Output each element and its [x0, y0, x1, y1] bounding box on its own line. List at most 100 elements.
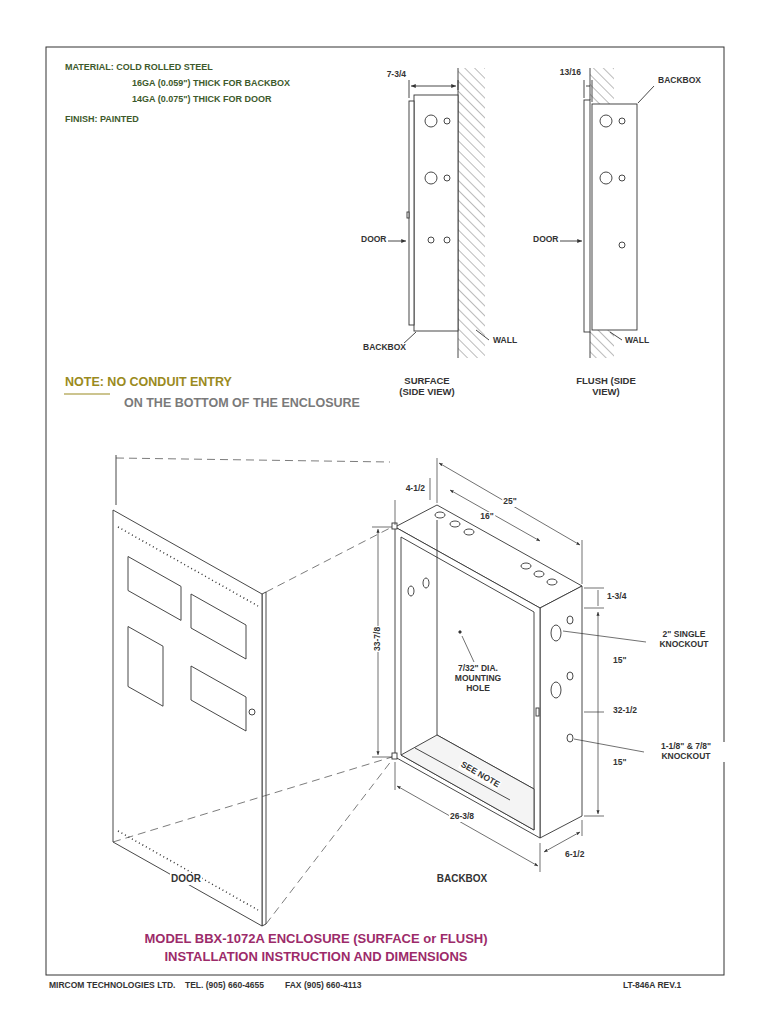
- drawing-stroke: [590, 332, 591, 358]
- phantom-lines: [113, 458, 392, 924]
- drawing-stroke: [598, 612, 599, 814]
- drawing-stroke: [116, 455, 117, 505]
- drawing-stroke: [462, 636, 474, 662]
- note-underline: [64, 393, 110, 394]
- drawing-stroke: [397, 786, 538, 866]
- drawing-stroke: [567, 734, 573, 742]
- dimension-label: 6-1/2: [564, 850, 585, 860]
- drawing-stroke: [444, 237, 450, 243]
- drawing-stroke: [598, 590, 599, 606]
- drawing-stroke: [521, 563, 531, 569]
- backbox-isometric: [392, 505, 582, 838]
- part-title: BACKBOX: [436, 873, 489, 885]
- dimension-label: 16": [479, 512, 495, 522]
- drawing-stroke: [567, 672, 573, 680]
- drawing-title: MODEL BBX-1072A ENCLOSURE (SURFACE or FL…: [96, 930, 536, 965]
- drawing-stroke: [638, 86, 654, 103]
- drawing-stroke: [476, 330, 489, 340]
- drawing-stroke: [435, 512, 445, 518]
- drawing-stroke: [128, 557, 181, 621]
- drawing-stroke: [600, 172, 612, 184]
- drawing-stroke: [113, 757, 392, 842]
- drawing-stroke: [619, 242, 625, 248]
- drawing-stroke: [536, 708, 539, 716]
- dimension-label: 15": [612, 758, 628, 768]
- drawing-stroke: [401, 537, 534, 830]
- drawing-stroke: [128, 627, 163, 707]
- drawing-stroke: [551, 682, 561, 698]
- view-caption: FLUSH (SIDE VIEW): [574, 376, 638, 398]
- drawing-stroke: [415, 748, 510, 800]
- callout-label: 2" SINGLE KNOCKOUT: [648, 630, 720, 650]
- part-title: DOOR: [170, 873, 202, 885]
- drawing-stroke: [459, 631, 461, 633]
- drawing-stroke: [586, 86, 590, 87]
- drawing-stroke: [437, 458, 438, 503]
- drawing-stroke: [600, 115, 612, 127]
- drawing-stroke: [584, 588, 604, 589]
- drawing-stroke: [191, 594, 246, 659]
- drawing-stroke: [392, 523, 397, 529]
- dimension-label: 33-7/8: [373, 626, 383, 652]
- drawing-stroke: [560, 241, 582, 242]
- drawing-stroke: [551, 625, 561, 641]
- drawing-stroke: [547, 579, 557, 585]
- drawing-stroke: [118, 527, 258, 606]
- view-caption: SURFACE (SIDE VIEW): [390, 376, 464, 398]
- drawing-stroke: [372, 757, 392, 758]
- material-note: MATERIAL: COLD ROLLED STEEL: [64, 62, 214, 72]
- drawing-stroke: [423, 578, 429, 588]
- part-label: DOOR: [532, 235, 560, 245]
- footer-text: TEL. (905) 660-4655: [184, 981, 265, 991]
- drawing-stroke: [425, 115, 437, 127]
- drawing-stroke: [540, 843, 541, 872]
- drawing-stroke: [388, 241, 406, 242]
- drawing-stroke: [113, 510, 262, 926]
- drawing-stroke: [590, 68, 614, 104]
- drawing-stroke: [116, 458, 390, 462]
- drawing-stroke: [425, 172, 437, 184]
- drawing-stroke: [563, 631, 646, 642]
- drawing-stroke: [118, 831, 258, 910]
- drawing-stroke: [372, 527, 392, 528]
- material-note: 16GA (0.059") THICK FOR BACKBOX: [131, 78, 291, 88]
- drawing-stroke: [610, 332, 622, 340]
- drawing-stroke: [392, 753, 397, 759]
- drawing-stroke: [414, 95, 458, 331]
- drawing-stroke: [619, 175, 625, 181]
- sheet-border: [46, 47, 724, 975]
- footer-text: MIRCOM TECHNOLOGIES LTD.: [48, 981, 176, 991]
- drawing-stroke: [567, 616, 573, 624]
- footer-text: FAX (905) 660-4113: [284, 981, 363, 991]
- part-label: BACKBOX: [657, 76, 702, 86]
- drawing-stroke: [540, 586, 582, 838]
- finish-note: FINISH: PAINTED: [64, 114, 140, 124]
- dimension-label: 15": [612, 656, 628, 666]
- drawing-stroke: [395, 500, 396, 525]
- drawing-stroke: [444, 175, 450, 181]
- dimension-label: 26-3/8: [449, 812, 475, 822]
- surface-side-view: [388, 68, 489, 358]
- drawing-stroke: [191, 666, 246, 731]
- drawing-stroke: [249, 709, 255, 715]
- drawing-stroke: [582, 820, 583, 836]
- drawing-stroke: [592, 104, 637, 330]
- drawing-stroke: [619, 118, 625, 124]
- drawing-stroke: [401, 735, 534, 830]
- drawing-stroke: [262, 592, 266, 926]
- drawing-stroke: [458, 80, 459, 90]
- drawing-stroke: [458, 68, 485, 358]
- dimension-label: 13/16: [559, 68, 582, 78]
- dimension-lines: [372, 458, 646, 872]
- drawing-stroke: [437, 520, 438, 735]
- drawing-stroke: [411, 86, 456, 87]
- door-isometric: [113, 455, 266, 926]
- drawing-stroke: [584, 816, 604, 817]
- part-label: BACKBOX: [362, 343, 407, 353]
- drawing-stroke: [266, 760, 392, 924]
- drawing-stroke: [584, 80, 585, 98]
- drawing-stroke: [430, 478, 431, 500]
- drawing-stroke: [444, 118, 450, 124]
- drawing-stroke: [407, 212, 409, 218]
